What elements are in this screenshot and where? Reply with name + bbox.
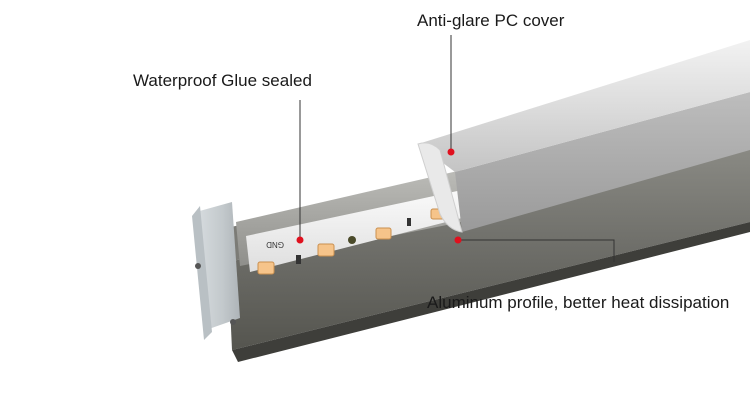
solder-pad [348,236,356,244]
strip-components [296,218,411,264]
gnd-pad-label: GND [266,240,284,249]
aluminum-profile-bottom [232,222,750,362]
resistor [296,255,301,264]
pc-cover-end [417,142,463,233]
led-chips [257,208,446,275]
aluminum-leader-line [458,239,615,262]
leader-lines [299,35,615,262]
led-chip [375,227,392,240]
aluminum-profile-side [228,148,750,350]
end-cap-screw [230,319,236,325]
aluminum-marker-dot [454,236,462,244]
cover-marker-dot [447,148,455,156]
cover-callout-label: Anti-glare PC cover [417,11,565,30]
glue-marker-dot [296,236,304,244]
led-strip-pcb [246,190,462,272]
led-chip [257,261,275,275]
led-chip [317,243,335,257]
glue-callout-label: Waterproof Glue sealed [133,71,312,90]
end-cap-screw [195,263,201,269]
pc-cover-top [418,40,750,172]
resistor [407,218,411,226]
end-cap-face [192,206,212,340]
pc-cover-side [455,92,750,232]
aluminum-callout-label: Aluminum profile, better heat dissipatio… [427,293,730,312]
